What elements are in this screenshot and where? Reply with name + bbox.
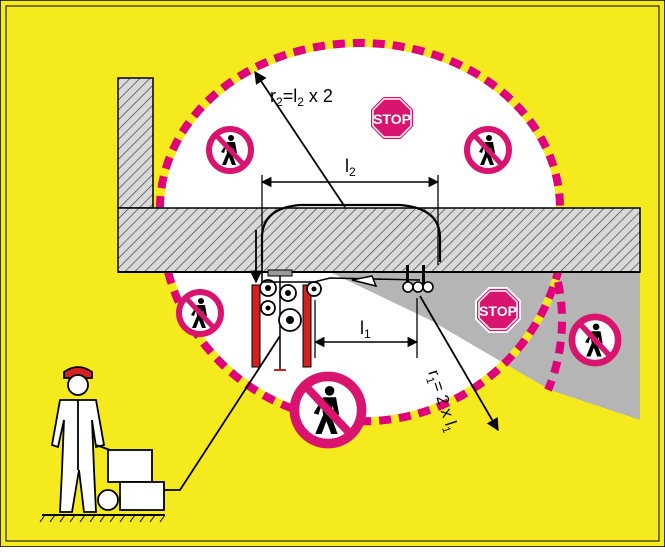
l2-label: l2 — [345, 156, 356, 179]
no-pedestrian-icon — [209, 129, 251, 171]
r1-radius-line — [419, 295, 499, 432]
operator-figure-icon — [39, 335, 281, 523]
r2-formula: r2=l2 x 2 — [270, 86, 333, 109]
no-pedestrian-icon — [467, 129, 509, 171]
ceiling-slab — [117, 207, 641, 273]
no-pedestrian-icon — [179, 292, 221, 334]
stop-sign-label-top: STOP — [373, 111, 411, 127]
l1-label: l1 — [360, 318, 371, 341]
machine-unit — [251, 262, 421, 371]
hazard-zone-boundary — [544, 281, 567, 392]
no-pedestrian-icon — [572, 317, 618, 363]
inner-border — [5, 5, 660, 542]
wall — [117, 77, 154, 209]
no-pedestrian-icon — [294, 376, 361, 443]
winder-unit — [402, 265, 434, 293]
r2-radius-line — [254, 70, 346, 208]
stop-sign-label-right: STOP — [479, 303, 517, 319]
